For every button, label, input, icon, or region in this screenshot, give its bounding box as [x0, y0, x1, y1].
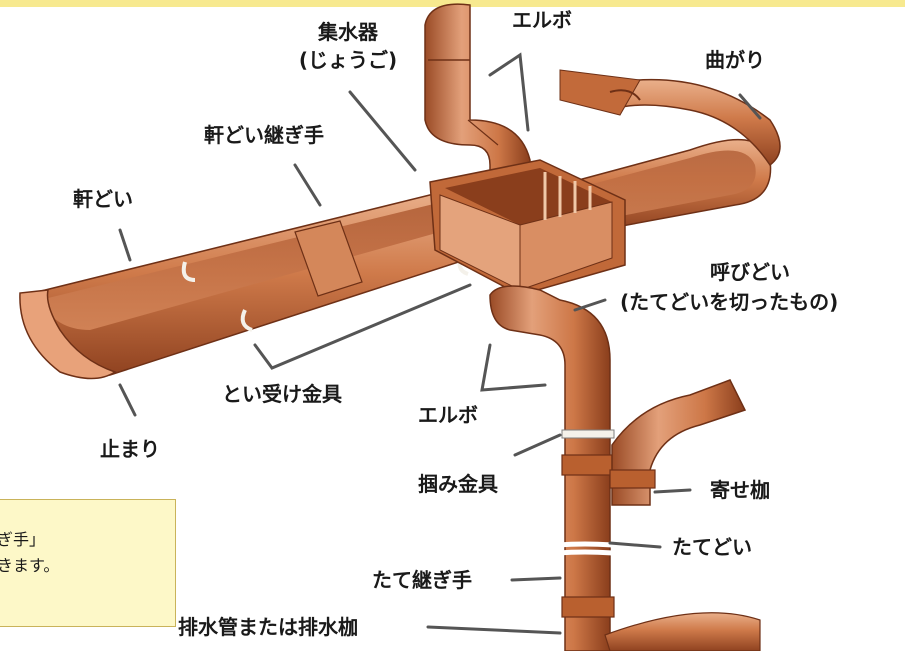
- label-drain: 排水管または排水枷: [178, 615, 358, 639]
- label-connector-line2: (たてどいを切ったもの): [620, 290, 838, 314]
- label-elbow-top: エルボ: [512, 8, 572, 32]
- label-clamp: 掴み金具: [418, 472, 498, 496]
- label-eaves-joint: 軒どい継ぎ手: [204, 123, 324, 147]
- label-downspout: たてどい: [672, 535, 752, 559]
- note-line-2: きます。: [0, 552, 59, 576]
- label-gather-basin: 寄せ枷: [710, 478, 770, 502]
- label-bend: 曲がり: [705, 48, 765, 72]
- note-line-1: ぎ手」: [0, 526, 45, 550]
- gutter-main-section: [20, 190, 480, 379]
- label-collector-line2: (じょうご): [273, 48, 423, 72]
- label-stop-end: 止まり: [100, 437, 160, 461]
- label-connector-line1: 呼びどい: [690, 260, 810, 284]
- label-brackets: とい受け金具: [222, 382, 342, 406]
- label-elbow-bottom: エルボ: [418, 403, 478, 427]
- label-eaves-gutter: 軒どい: [73, 187, 133, 211]
- label-downspout-joint: たて継ぎ手: [372, 568, 472, 592]
- label-collector-line1: 集水器: [288, 20, 408, 44]
- note-box: ぎ手」 きます。: [0, 499, 176, 627]
